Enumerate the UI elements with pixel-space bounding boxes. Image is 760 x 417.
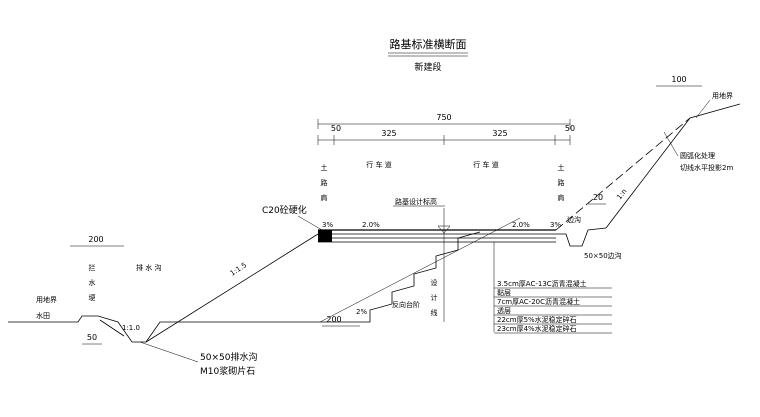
land-boundary-leader — [695, 99, 711, 119]
drawing-title: 路基标准横断面 — [390, 37, 467, 51]
label-center-line: 设 计 线 — [431, 278, 438, 317]
c20-leader — [297, 215, 323, 231]
c20-hardened-shoulder — [318, 230, 332, 242]
label-lane-left: 行 车 道 — [366, 160, 391, 169]
svg-text:设: 设 — [431, 278, 438, 287]
dim-shoulder-left: 50 — [331, 124, 341, 133]
label-shoulder-right: 土 路 肩 — [558, 163, 565, 202]
dim-lane-right: 325 — [492, 129, 507, 138]
dim-total-width: 750 — [436, 113, 451, 122]
gradient-lane-left: 2.0% — [362, 221, 380, 229]
gradient-lane-right: 2.0% — [512, 221, 530, 229]
svg-text:路: 路 — [558, 178, 565, 187]
dim-side-ditch: 20 — [593, 193, 603, 202]
layer-2: 黏层 — [497, 288, 511, 297]
svg-text:肩: 肩 — [558, 193, 565, 202]
reverse-bench-steps — [320, 231, 481, 323]
dim-ditch-bottom: 50 — [87, 333, 97, 342]
label-land-boundary-right: 用地界 — [712, 91, 733, 100]
svg-text:水: 水 — [89, 278, 96, 287]
dim-ditch-top: 100 — [671, 75, 686, 84]
ditch-spec-leader — [139, 341, 199, 363]
pavement-layers-table: 3.5cm厚AC-13C沥青混凝土 黏层 7cm厚AC-20C沥青混凝土 透层 … — [493, 242, 612, 334]
dimension-total: 750 — [317, 113, 571, 129]
cut-slope-dashed — [555, 117, 691, 231]
drawing-subtitle: 新建段 — [414, 61, 441, 73]
svg-text:拦: 拦 — [89, 263, 96, 272]
label-lane-right: 行 车 道 — [473, 160, 498, 169]
svg-text:埂: 埂 — [89, 293, 96, 302]
layer-3: 7cm厚AC-20C沥青混凝土 — [497, 297, 580, 306]
svg-text:线: 线 — [431, 308, 438, 317]
label-ditch-spec: 50×50排水沟 — [200, 351, 257, 363]
layer-1: 3.5cm厚AC-13C沥青混凝土 — [497, 279, 587, 288]
label-paddy: 水田 — [36, 311, 50, 320]
dimension-lanes: 50 50 325 325 — [317, 124, 575, 145]
label-land-boundary-left: 用地界 — [36, 295, 57, 304]
label-ditch-material: M10浆砌片石 — [200, 365, 255, 377]
ditch-inner-slope — [99, 319, 125, 337]
svg-text:土: 土 — [321, 163, 328, 172]
embankment-slope-left — [145, 233, 319, 343]
label-cut-off-ditch: 拦 水 埂 — [89, 263, 96, 302]
dim-bench: 200 — [326, 315, 341, 324]
gradient-shoulder-left: 3% — [322, 221, 333, 229]
layer-6: 23cm厚4%水泥稳定碎石 — [497, 324, 577, 333]
label-arc-detail: 切线水平投影2m — [680, 163, 733, 172]
ground-line — [8, 315, 320, 343]
label-shoulder-left: 土 路 肩 — [321, 163, 328, 202]
label-arc-treatment: 圆弧化处理 — [680, 151, 715, 160]
svg-text:路: 路 — [321, 178, 328, 187]
label-side-ditch-spec: 50×50边沟 — [584, 251, 622, 260]
label-slope-right: 1:n — [615, 187, 628, 201]
label-c20-harden: C20砼硬化 — [262, 204, 307, 216]
label-side-ditch: 边沟 — [567, 215, 581, 224]
svg-text:计: 计 — [431, 293, 438, 302]
original-ground-line — [319, 217, 521, 323]
svg-text:肩: 肩 — [321, 193, 328, 202]
label-drain-ditch: 排 水 沟 — [136, 263, 161, 272]
arc-leader — [663, 131, 679, 157]
label-design-elevation: 路基设计标高 — [395, 197, 437, 206]
dim-shoulder-right: 50 — [565, 124, 575, 133]
label-reverse-bench: 反向台阶 — [392, 300, 420, 309]
label-bench-gradient: 2% — [356, 308, 367, 316]
layer-5: 22cm厚5%水泥稳定碎石 — [497, 315, 577, 324]
label-slope-ditch: 1:1.0 — [122, 324, 140, 332]
gradient-shoulder-right: 3% — [550, 221, 561, 229]
label-slope-left: 1:1.5 — [229, 261, 248, 277]
pavement-structure — [318, 229, 556, 243]
dim-drain-ditch: 200 — [88, 235, 103, 244]
dim-lane-left: 325 — [381, 129, 396, 138]
layer-4: 透层 — [497, 307, 511, 315]
svg-text:土: 土 — [558, 163, 565, 172]
side-ditch — [556, 227, 607, 247]
